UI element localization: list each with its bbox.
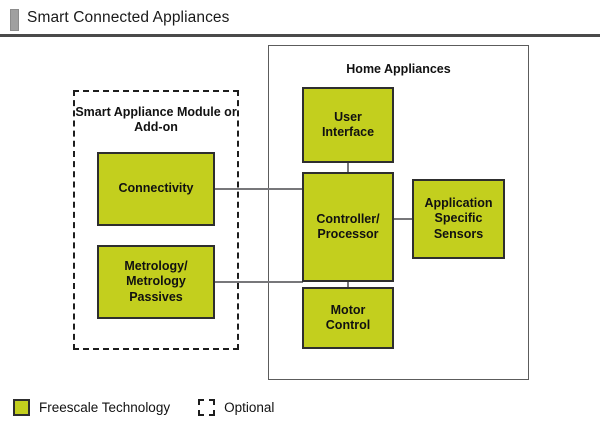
legend-solid-swatch-icon — [13, 398, 30, 416]
title-accent-bar — [10, 9, 19, 31]
title-bar: Smart Connected Appliances — [0, 0, 600, 37]
legend-dashed-swatch-icon — [198, 398, 216, 416]
block-connectivity[interactable]: Connectivity — [97, 152, 215, 226]
block-connectivity-label: Connectivity — [118, 181, 194, 196]
connector-metrology-to-controller — [214, 281, 303, 283]
block-motor-control[interactable]: Motor Control — [302, 287, 394, 349]
connector-controller-to-sensors — [392, 218, 414, 220]
block-controller-processor[interactable]: Controller/ Processor — [302, 172, 394, 282]
block-motor-control-label: Motor Control — [325, 302, 371, 333]
block-application-specific-sensors[interactable]: Application Specific Sensors — [412, 179, 505, 259]
block-user-interface-label: User Interface — [321, 109, 375, 140]
group-smart-appliance-module: Smart Appliance Module or Add-on — [73, 90, 239, 350]
block-metrology-label: Metrology/ Metrology Passives — [124, 258, 188, 304]
legend-item-optional-label: Optional — [224, 399, 275, 415]
legend-item-freescale: Freescale Technology — [13, 398, 171, 416]
page-title: Smart Connected Appliances — [27, 9, 230, 26]
group-home-appliances: Home Appliances — [268, 45, 529, 380]
block-metrology[interactable]: Metrology/ Metrology Passives — [97, 245, 215, 319]
connector-user-interface-to-controller — [347, 161, 349, 174]
block-application-specific-sensors-label: Application Specific Sensors — [424, 195, 493, 241]
group-home-appliances-title: Home Appliances — [346, 62, 451, 76]
legend: Freescale Technology Optional — [13, 396, 274, 418]
connector-connectivity-to-controller — [214, 188, 303, 190]
diagram-canvas: Smart Appliance Module or Add-on Home Ap… — [0, 37, 600, 424]
block-user-interface[interactable]: User Interface — [302, 87, 394, 163]
block-controller-processor-label: Controller/ Processor — [316, 211, 380, 242]
legend-item-optional: Optional — [198, 398, 275, 416]
group-smart-appliance-module-title: Smart Appliance Module or Add-on — [75, 105, 237, 134]
legend-item-freescale-label: Freescale Technology — [39, 399, 171, 415]
connector-controller-to-motor-control — [347, 280, 349, 289]
